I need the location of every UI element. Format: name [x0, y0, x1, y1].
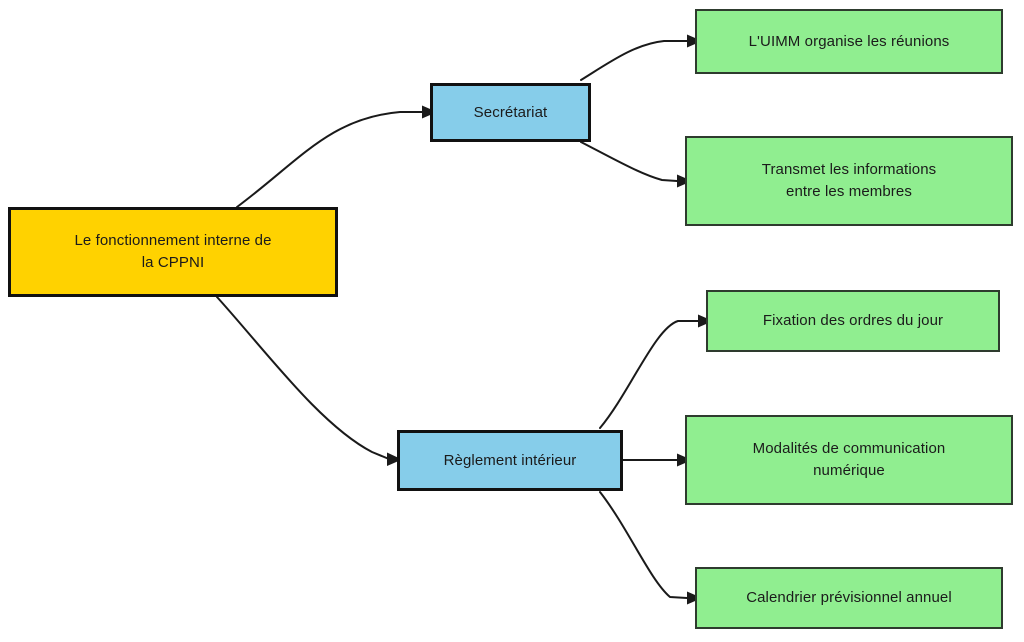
node-transmet-informations[interactable]: Transmet les informations entre les memb…	[685, 136, 1013, 226]
edge-reglement-to-modalites	[622, 453, 692, 467]
node-reglement-interieur[interactable]: Règlement intérieur	[397, 430, 623, 491]
node-root[interactable]: Le fonctionnement interne de la CPPNI	[8, 207, 338, 297]
node-modalites-communication-numerique-label: Modalités de communication numérique	[752, 440, 946, 479]
node-modalites-communication-numerique[interactable]: Modalités de communication numérique	[685, 415, 1013, 505]
node-transmet-informations-label: Transmet les informations entre les memb…	[761, 161, 937, 200]
node-reglement-interieur-label: Règlement intérieur	[443, 451, 577, 469]
edge-reglement-to-calendrier	[599, 491, 702, 605]
node-fixation-ordres-du-jour[interactable]: Fixation des ordres du jour	[706, 290, 1000, 352]
node-uimm-organise-reunions-label: L'UIMM organise les réunions	[748, 32, 950, 50]
node-secretariat-label: Secrétariat	[473, 103, 548, 121]
edge-secretariat-to-uimm	[580, 34, 702, 81]
edge-secretariat-to-transmet	[580, 141, 692, 188]
edge-root-to-reglement	[216, 296, 402, 466]
node-calendrier-previsionnel-annuel[interactable]: Calendrier prévisionnel annuel	[695, 567, 1003, 629]
edge-root-to-secretariat	[236, 105, 437, 208]
edge-reglement-to-ordres	[599, 314, 713, 429]
node-root-label: Le fonctionnement interne de la CPPNI	[74, 232, 272, 271]
node-calendrier-previsionnel-annuel-label: Calendrier prévisionnel annuel	[746, 589, 952, 607]
node-uimm-organise-reunions[interactable]: L'UIMM organise les réunions	[695, 9, 1003, 74]
node-secretariat[interactable]: Secrétariat	[430, 83, 591, 142]
node-fixation-ordres-du-jour-label: Fixation des ordres du jour	[762, 312, 944, 330]
